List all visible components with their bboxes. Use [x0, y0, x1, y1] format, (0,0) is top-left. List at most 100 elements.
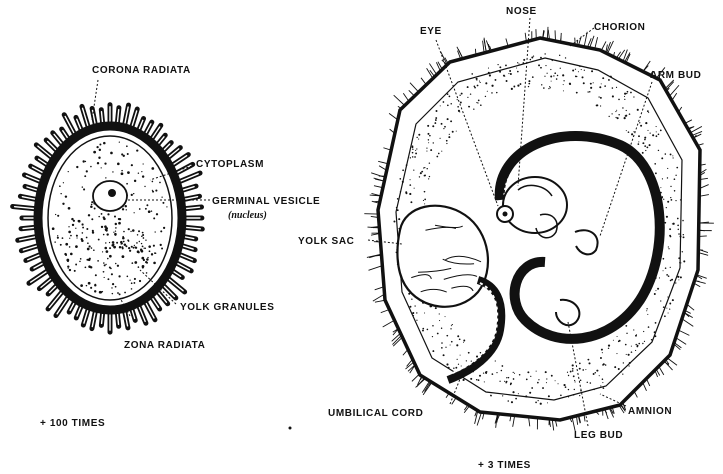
chorion-stipple-dot [562, 74, 564, 76]
corona-cell-highlight [38, 146, 52, 158]
chorion-stipple-dot [532, 76, 534, 78]
chorion-stipple-dot [651, 339, 652, 340]
yolk-granule [109, 255, 112, 258]
chorion-stipple-dot [419, 176, 420, 177]
yolk-granule [122, 255, 125, 258]
chorion-stipple-dot [656, 126, 657, 127]
chorion-stipple-dot [611, 113, 612, 114]
chorion-stipple-dot [584, 70, 585, 71]
chorion-stipple-dot [661, 157, 663, 159]
chorion-stipple-dot [642, 152, 644, 154]
yolk-granule [132, 229, 135, 232]
yolk-granule [112, 171, 113, 172]
chorion-stipple-dot [633, 131, 634, 132]
yolk-granule [93, 151, 96, 154]
chorion-stipple-dot [636, 334, 637, 335]
yolk-granule [114, 215, 116, 217]
yolk-granule [127, 153, 129, 155]
yolk-granule [115, 286, 117, 288]
chorion-hair [484, 39, 486, 52]
chorion-stipple-dot [672, 155, 673, 156]
chorion-stipple-dot [424, 312, 425, 313]
chorion-stipple-dot [668, 248, 669, 249]
chorion-stipple-dot [540, 67, 542, 69]
chorion-stipple-dot [572, 370, 574, 372]
yolk-granule [113, 232, 114, 233]
chorion-stipple-dot [441, 123, 443, 125]
yolk-granule [67, 265, 69, 267]
chorion-stipple-dot [499, 66, 501, 68]
corona-cell-highlight [31, 271, 48, 282]
chorion-stipple-dot [658, 150, 659, 151]
arm-bud-label: ARM BUD [650, 70, 701, 81]
yolk-granule [103, 262, 105, 264]
chorion-stipple-dot [579, 368, 581, 370]
chorion-stipple-dot [496, 372, 497, 373]
chorion-stipple-dot [457, 335, 459, 337]
chorion-stipple-dot [676, 167, 678, 169]
chorion-stipple-dot [409, 306, 411, 308]
corona-cell-highlight [163, 285, 174, 296]
chorion-hair [477, 412, 481, 425]
chorion-stipple-dot [544, 76, 545, 77]
chorion-stipple-dot [602, 378, 604, 380]
chorion-stipple-dot [603, 387, 605, 389]
chorion-stipple-dot [596, 104, 598, 106]
yolk-granule [99, 291, 102, 294]
chorion-stipple-dot [563, 80, 564, 81]
yolk-granule [128, 228, 130, 230]
chorion-stipple-dot [563, 84, 564, 85]
yolk-granule [127, 171, 130, 174]
chorion-stipple-dot [432, 325, 434, 327]
chorion-stipple-dot [506, 381, 508, 383]
chorion-stipple-dot [448, 367, 450, 369]
chorion-stipple-dot [467, 86, 469, 88]
chorion-stipple-dot [516, 67, 517, 68]
yolk-granule [82, 232, 84, 234]
chorion-stipple-dot [682, 251, 683, 252]
chorion-stipple-dot [677, 276, 679, 278]
chorion-stipple-dot [489, 74, 491, 76]
yolk-granule [97, 260, 99, 262]
chorion-stipple-dot [646, 308, 647, 309]
chorion-stipple-dot [527, 371, 529, 373]
chorion-stipple-dot [446, 143, 447, 144]
chorion-stipple-dot [533, 55, 534, 56]
yolk-granule [103, 142, 106, 145]
chorion-hair [369, 266, 383, 271]
yolk-granule [151, 253, 153, 255]
yolk-granule [88, 214, 90, 216]
yolk-granule [111, 244, 114, 247]
chorion-stipple-dot [478, 379, 480, 381]
yolk-granule [68, 226, 69, 227]
chorion-stipple-dot [666, 274, 668, 276]
chorion-stipple-dot [410, 201, 412, 203]
yolk-granule [68, 171, 69, 172]
chorion-stipple-dot [572, 69, 574, 71]
chorion-stipple-dot [518, 63, 519, 64]
yolk-sac-label: YOLK SAC [298, 236, 354, 247]
chorion-stipple-dot [439, 320, 440, 321]
chorion-stipple-dot [622, 107, 623, 108]
chorion-stipple-dot [501, 365, 503, 367]
chorion-stipple-dot [674, 190, 676, 192]
yolk-granule [104, 264, 106, 266]
chorion-stipple-dot [574, 389, 575, 390]
yolk-granule [82, 160, 84, 162]
chorion-stipple-dot [683, 236, 685, 238]
chorion-stipple-dot [402, 181, 404, 183]
chorion-stipple-dot [593, 373, 595, 375]
chorion-stipple-dot [575, 76, 577, 78]
chorion-stipple-dot [582, 76, 584, 78]
chorion-hair [590, 36, 594, 48]
chorion-stipple-dot [666, 207, 667, 208]
chorion-stipple-dot [618, 341, 619, 342]
yolk-granule [101, 167, 102, 168]
chorion-stipple-dot [625, 344, 627, 346]
chorion-stipple-dot [399, 178, 401, 180]
chorion-stipple-dot [623, 362, 624, 363]
chorion-stipple-dot [647, 314, 648, 315]
chorion-stipple-dot [457, 106, 459, 108]
yolk-granule [59, 185, 61, 187]
